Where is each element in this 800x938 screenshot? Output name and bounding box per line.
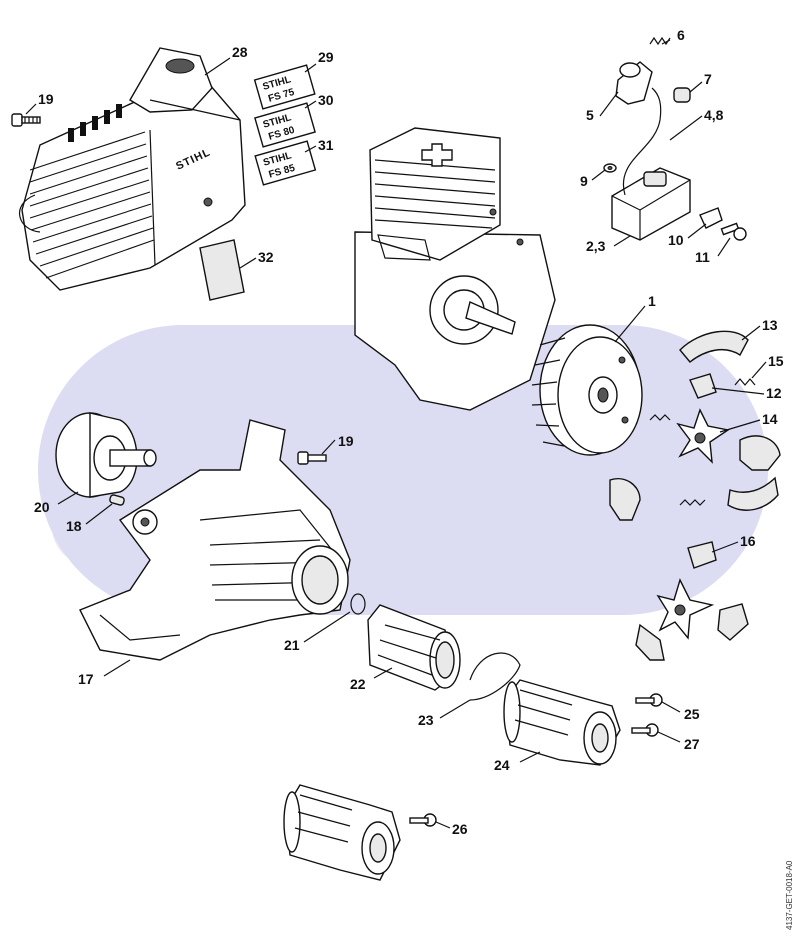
callout-1: 1 <box>648 293 656 309</box>
callout-20: 20 <box>34 499 50 515</box>
callout-11: 11 <box>695 249 710 265</box>
screw-11 <box>720 222 747 241</box>
gear-housing-variant <box>283 784 401 881</box>
decal-29: STIHL FS 75 <box>253 64 316 110</box>
spring-clip-23 <box>469 652 521 701</box>
callout-17: 17 <box>78 671 94 687</box>
callout-22: 22 <box>350 676 366 692</box>
callout-10: 10 <box>668 232 684 248</box>
spring-6 <box>649 36 671 46</box>
callout-16: 16 <box>740 533 756 549</box>
callout-29: 29 <box>318 49 334 65</box>
screw-19-top <box>11 113 41 127</box>
washer-9 <box>603 163 617 173</box>
clutch-cover-13 <box>679 330 749 363</box>
shroud-vents <box>68 104 122 142</box>
screw-27 <box>631 723 659 737</box>
clutch-shoe-12 <box>689 373 717 399</box>
callout-19-top: 19 <box>38 91 54 107</box>
clip-10 <box>699 207 723 229</box>
sleeve-7 <box>673 87 691 103</box>
callout-15: 15 <box>768 353 784 369</box>
callout-12: 12 <box>766 385 782 401</box>
callout-labels: 28 19 29 30 31 32 6 7 5 4,8 9 2,3 10 11 … <box>34 27 784 837</box>
callout-4-8: 4,8 <box>704 107 724 123</box>
screw-19-mid <box>297 451 327 465</box>
callout-23: 23 <box>418 712 434 728</box>
callout-19-mid: 19 <box>338 433 354 449</box>
callout-13: 13 <box>762 317 778 333</box>
clutch-shoe-16 <box>687 541 717 569</box>
pin-18 <box>109 494 125 506</box>
fan-housing-17 <box>79 419 351 661</box>
callout-30: 30 <box>318 92 334 108</box>
document-id: 4137-GET-0018-A0 <box>785 860 794 930</box>
clutch-carrier-lower <box>635 578 749 661</box>
flywheel <box>531 324 643 456</box>
screw-25 <box>635 693 663 707</box>
callout-32: 32 <box>258 249 274 265</box>
callout-27: 27 <box>684 736 700 752</box>
callout-2-3: 2,3 <box>586 238 606 254</box>
clutch-drum-20 <box>55 412 157 498</box>
retaining-ring-21 <box>350 593 366 615</box>
callout-21: 21 <box>284 637 300 653</box>
sleeve-22 <box>367 604 461 691</box>
callout-18: 18 <box>66 518 82 534</box>
callout-31: 31 <box>318 137 334 153</box>
spring-15 <box>734 378 756 386</box>
clutch-spring-small <box>649 414 671 421</box>
ignition-module <box>611 61 691 241</box>
screw-26 <box>409 813 437 827</box>
shroud-fins <box>29 131 155 279</box>
callout-9: 9 <box>580 173 588 189</box>
gear-housing-24 <box>503 679 621 766</box>
leader-lines <box>25 39 767 829</box>
callout-5: 5 <box>586 107 594 123</box>
clutch-spring-lower <box>679 499 706 506</box>
engine-block <box>354 127 556 411</box>
callout-24: 24 <box>494 757 510 773</box>
label-plate-32 <box>199 239 245 301</box>
decal-31: STIHL FS 85 <box>254 140 317 186</box>
callout-26: 26 <box>452 821 468 837</box>
decal-30: STIHL FS 80 <box>254 102 316 148</box>
clutch-carrier-14 <box>609 408 781 521</box>
callout-25: 25 <box>684 706 700 722</box>
shroud-part: STIHL <box>18 47 246 291</box>
callout-14: 14 <box>762 411 778 427</box>
callout-28: 28 <box>232 44 248 60</box>
callout-7: 7 <box>704 71 712 87</box>
callout-6: 6 <box>677 27 685 43</box>
